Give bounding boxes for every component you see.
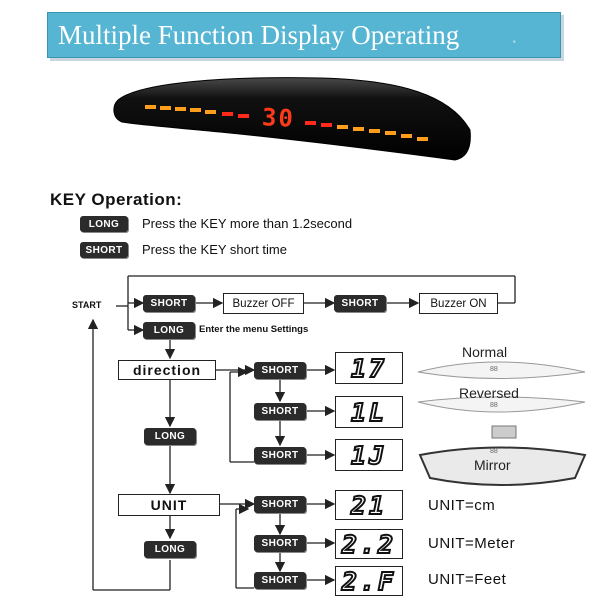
unit-label-2: UNIT=Meter [428, 535, 516, 552]
long-badge-direction: LONG [144, 428, 196, 445]
short-badge-unit-1: SHORT [254, 496, 306, 513]
direction-code-3: 1J [335, 439, 403, 471]
key-operation-heading: KEY Operation: [50, 190, 183, 209]
direction-code-1: 17 [335, 352, 403, 384]
reversed-label: Reversed [459, 385, 519, 401]
enter-menu-text: Enter the menu Settings [199, 324, 309, 335]
short-badge-unit-3: SHORT [254, 572, 306, 589]
led-segment [401, 134, 412, 138]
start-label: START [72, 300, 102, 310]
legend-short-badge: SHORT [80, 242, 128, 258]
led-segment [417, 137, 428, 141]
led-segment [175, 107, 186, 111]
banner-dot: • [512, 37, 516, 48]
short-badge-dir-2: SHORT [254, 403, 306, 420]
mirror-label: Mirror [474, 457, 511, 473]
normal-label: Normal [462, 344, 508, 360]
short-badge-buzzer-off: SHORT [143, 295, 195, 312]
mirror-readout: 88 [490, 448, 498, 455]
led-segment [353, 127, 364, 131]
legend-long-text: Press the KEY more than 1.2second [142, 216, 353, 231]
unit-box: UNIT [118, 494, 220, 516]
long-badge-unit: LONG [144, 541, 196, 558]
direction-code-2: 1L [335, 396, 403, 428]
led-segment [205, 110, 216, 114]
led-segment [238, 114, 249, 118]
reversed-readout: 88 [490, 402, 498, 409]
short-badge-dir-3: SHORT [254, 447, 306, 464]
short-badge-dir-1: SHORT [254, 362, 306, 379]
long-badge-menu: LONG [143, 322, 195, 339]
led-segment [369, 129, 380, 133]
unit-label-3: UNIT=Feet [428, 571, 507, 588]
led-segment [337, 125, 348, 129]
led-segment [321, 123, 332, 127]
unit-label-1: UNIT=cm [428, 497, 496, 514]
legend-short-text: Press the KEY short time [142, 242, 287, 257]
led-segment [160, 106, 171, 110]
page-title: Multiple Function Display Operating [58, 20, 460, 50]
unit-code-1: 21 [335, 490, 403, 521]
short-badge-unit-2: SHORT [254, 535, 306, 552]
device-readout: 30 [261, 103, 296, 133]
unit-code-2: 2.2 [335, 529, 403, 560]
buzzer-on-box: Buzzer ON [419, 293, 498, 314]
led-segment [385, 131, 396, 135]
led-segment [190, 108, 201, 112]
buzzer-off-box: Buzzer OFF [223, 293, 304, 314]
direction-box: direction [118, 360, 216, 380]
legend-long-badge: LONG [80, 216, 128, 232]
led-segment [145, 105, 156, 109]
unit-code-3: 2.F [335, 566, 403, 597]
normal-readout: 88 [490, 366, 498, 373]
title-banner: Multiple Function Display Operating • [47, 12, 561, 58]
led-segment [222, 112, 233, 116]
short-badge-buzzer-on: SHORT [334, 295, 386, 312]
led-segment [305, 121, 316, 125]
